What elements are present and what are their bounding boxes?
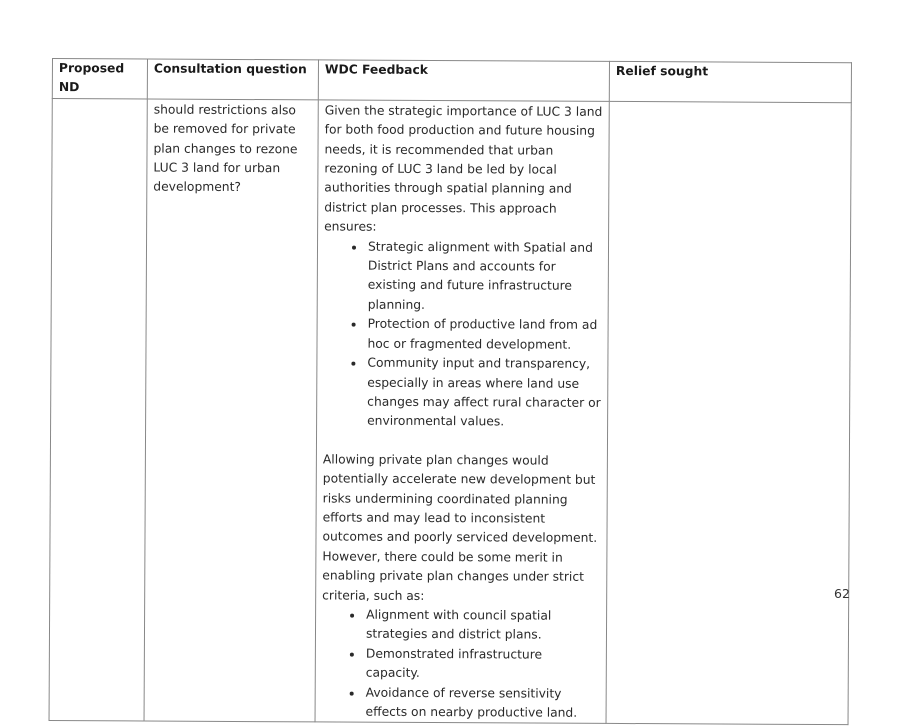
feedback-paragraph: Given the strategic importance of LUC 3 … [324,103,603,234]
feedback-bullet-list: Strategic alignment with Spatial and Dis… [323,237,602,433]
table-row: should restrictions also be removed for … [49,98,852,726]
proposed-nd-cell [49,98,148,722]
question-cell: should restrictions also be removed for … [144,98,319,723]
relief-cell [606,101,852,726]
consultation-table: Proposed ND Consultation question WDC Fe… [49,58,852,726]
header-relief-sought: Relief sought [609,61,852,103]
table-header-row: Proposed ND Consultation question WDC Fe… [52,58,852,103]
list-item: Community input and transparency, especi… [365,354,601,433]
list-item: Demonstrated infrastructure capacity. [364,644,600,684]
feedback-paragraph: Allowing private plan changes would pote… [322,452,598,603]
list-item: Strategic alignment with Spatial and Dis… [366,237,602,316]
header-proposed-nd: Proposed ND [52,58,148,99]
feedback-bullet-list: Alignment with council spatial strategie… [322,605,601,723]
page-number: 62 [834,586,850,601]
feedback-cell: Given the strategic importance of LUC 3 … [315,99,610,724]
header-consultation-question: Consultation question [147,59,319,100]
list-item: Protection of productive land from ad ho… [365,315,601,355]
header-wdc-feedback: WDC Feedback [318,59,610,102]
list-item: Avoidance of reverse sensitivity effects… [364,683,600,723]
